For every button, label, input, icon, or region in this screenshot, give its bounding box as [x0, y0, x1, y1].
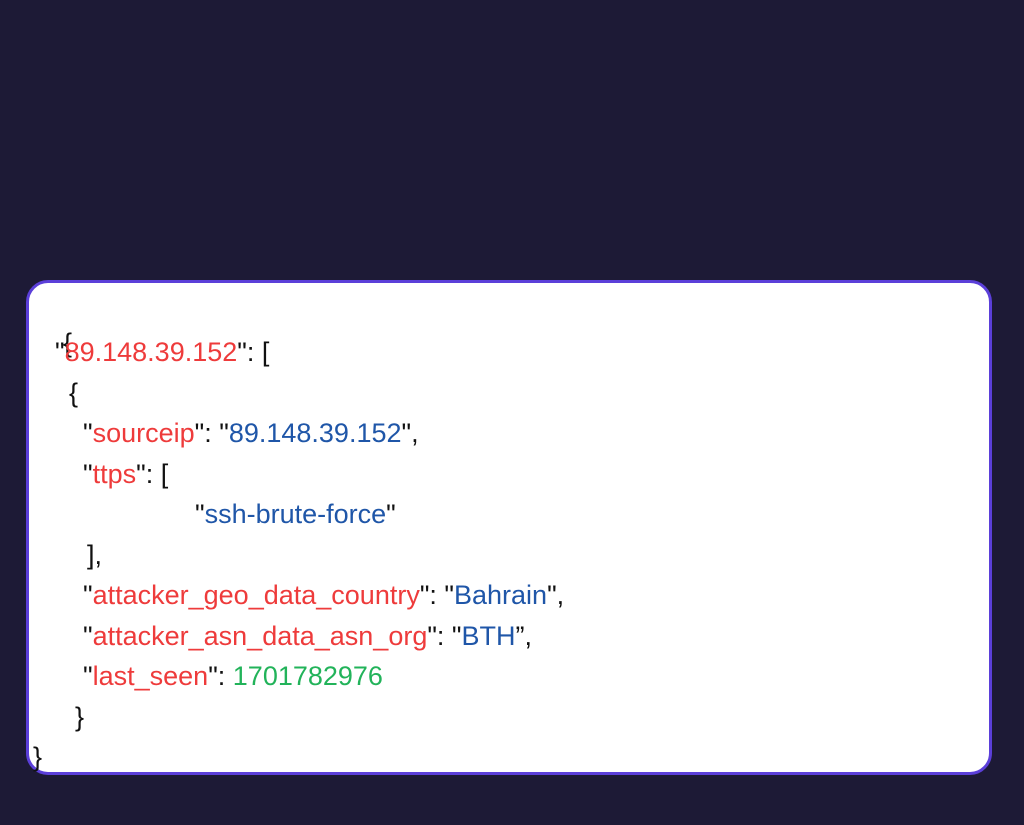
open-bracket: [: [261, 337, 270, 367]
country-key: attacker_geo_data_country: [92, 580, 420, 610]
quote-colon-quote: ": ": [427, 621, 462, 651]
ttps-close-bracket: ],: [87, 540, 103, 570]
ttps-open-bracket: [: [160, 459, 169, 489]
json-line-country: "attacker_geo_data_country": "Bahrain",: [83, 579, 564, 611]
json-line-inner-close-brace: }: [75, 701, 84, 733]
sourceip-key: sourceip: [92, 418, 195, 448]
json-line-last-seen: "last_seen": 1701782976: [83, 660, 383, 692]
asn-org-value: BTH: [461, 621, 516, 651]
quote: ": [83, 621, 93, 651]
quote: ": [83, 459, 93, 489]
json-code-card: { "89.148.39.152": [ { "sourceip": "89.1…: [26, 280, 992, 775]
close-brace: }: [33, 742, 43, 772]
quote: ": [195, 499, 205, 529]
json-line-inner-open-brace: {: [69, 377, 78, 409]
quote-colon: ":: [237, 337, 262, 367]
quote-colon: ":: [208, 661, 233, 691]
quote: ": [83, 418, 93, 448]
last-seen-key: last_seen: [92, 661, 209, 691]
inner-close-brace: }: [75, 702, 85, 732]
asn-org-key: attacker_asn_data_asn_org: [92, 621, 428, 651]
json-line-sourceip: "sourceip": "89.148.39.152",: [83, 417, 419, 449]
json-line-ttps-value: "ssh-brute-force": [195, 498, 396, 530]
json-line-close-brace: }: [33, 741, 42, 773]
json-line-ip-key: "89.148.39.152": [: [55, 336, 269, 368]
quote: ": [83, 661, 93, 691]
inner-open-brace: {: [69, 378, 79, 408]
quote-colon-quote: ": ": [194, 418, 229, 448]
country-value: Bahrain: [454, 580, 548, 610]
json-line-asn-org: "attacker_asn_data_asn_org": "BTH”,: [83, 620, 532, 652]
ip-key: 89.148.39.152: [64, 337, 238, 367]
ttps-key: ttps: [92, 459, 137, 489]
sourceip-value: 89.148.39.152: [228, 418, 402, 448]
json-line-open-brace: {: [33, 295, 72, 391]
json-line-ttps-close: ],: [87, 539, 102, 571]
open-brace: {: [63, 328, 73, 358]
quote: ": [83, 580, 93, 610]
quote-comma: ”,: [515, 621, 533, 651]
quote-comma: ",: [547, 580, 565, 610]
quote-colon-quote: ": ": [419, 580, 454, 610]
quote: ": [55, 337, 65, 367]
ttps-value: ssh-brute-force: [204, 499, 387, 529]
last-seen-value: 1701782976: [232, 661, 383, 691]
quote: ": [386, 499, 396, 529]
quote-comma: ",: [401, 418, 419, 448]
quote-colon: ":: [136, 459, 161, 489]
json-line-ttps: "ttps": [: [83, 458, 168, 490]
